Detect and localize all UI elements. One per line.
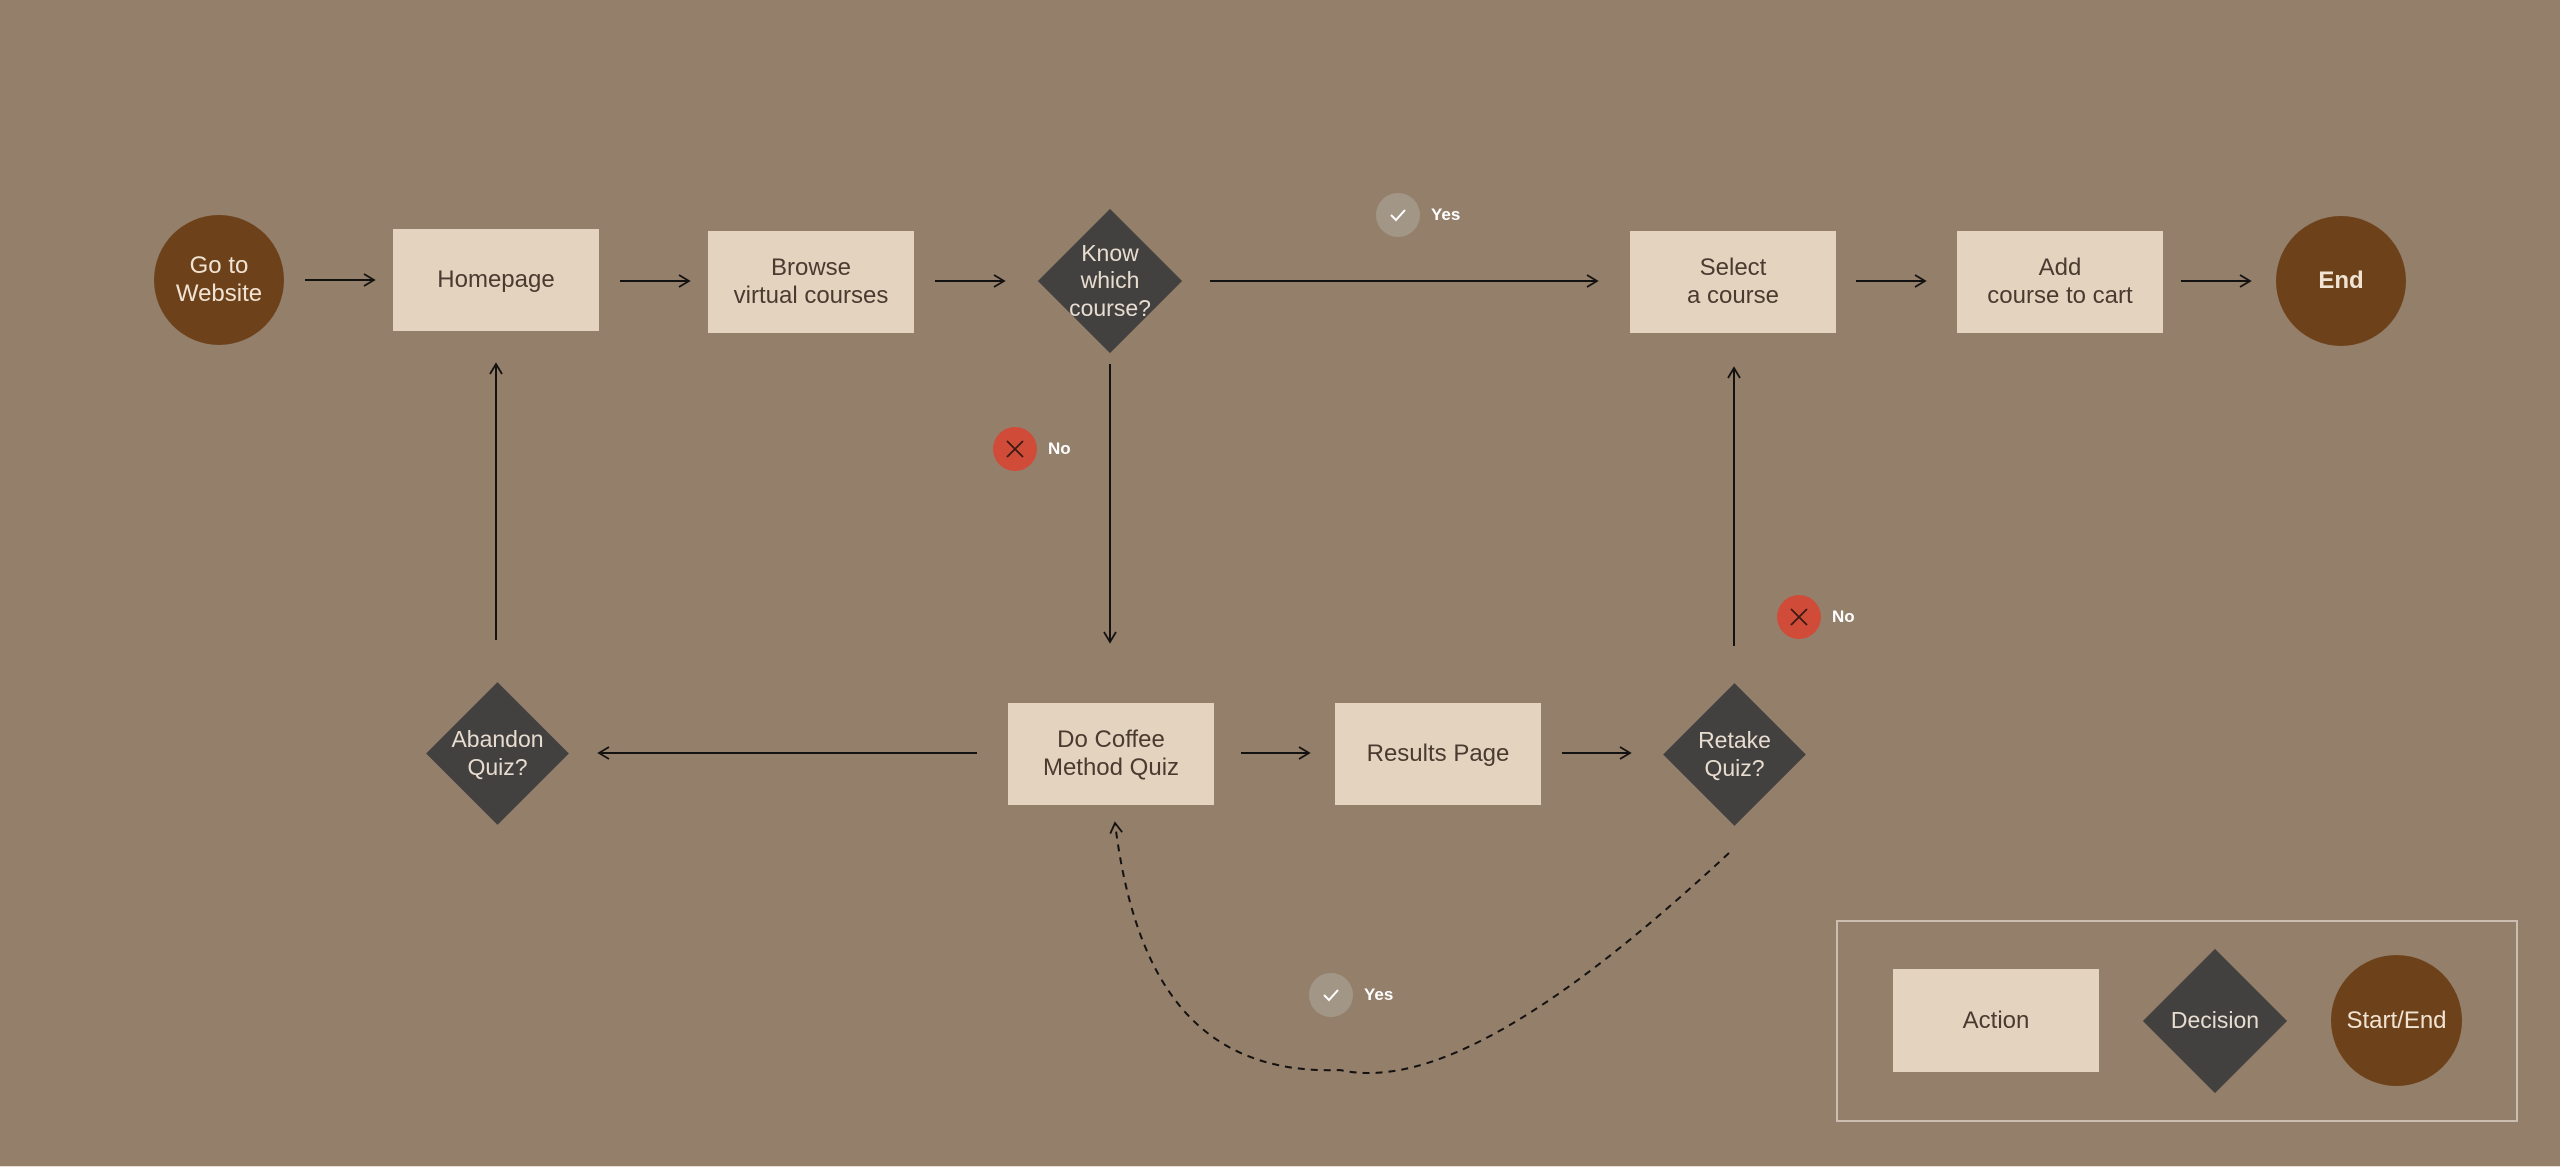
- badge-label: No: [1048, 439, 1071, 458]
- legend-action-label: Action: [1962, 1006, 2030, 1034]
- start-node-label: Go to Website: [175, 252, 263, 307]
- badge-know-yes: Yes: [1376, 193, 1460, 237]
- action-homepage[interactable]: Homepage: [393, 229, 599, 331]
- badge-label: No: [1832, 607, 1855, 626]
- decision-know-which-course-label: Know which course?: [1069, 239, 1151, 321]
- action-results-page[interactable]: Results Page: [1335, 703, 1541, 805]
- action-label: Results Page: [1366, 740, 1510, 768]
- arrow-retake-loop-to-quiz: [1109, 821, 1730, 1074]
- action-label: Homepage: [437, 266, 555, 294]
- legend: [1836, 920, 2518, 1122]
- legend-start-end-swatch: Start/End: [2331, 955, 2462, 1086]
- check-icon: [1376, 193, 1420, 237]
- action-label: Browse virtual courses: [733, 254, 889, 309]
- action-label: Select a course: [1686, 254, 1780, 309]
- badge-retake-no: No: [1777, 595, 1855, 639]
- action-select-course[interactable]: Select a course: [1630, 231, 1836, 333]
- legend-decision-label: Decision: [2170, 1007, 2260, 1034]
- badge-label: Yes: [1364, 985, 1394, 1004]
- badge-retake-yes: Yes: [1309, 973, 1393, 1017]
- close-icon: [993, 427, 1037, 471]
- badge-label: Yes: [1431, 205, 1461, 224]
- action-label: Add course to cart: [1987, 254, 2133, 309]
- action-browse-courses[interactable]: Browse virtual courses: [708, 231, 914, 333]
- badge-know-no: No: [993, 427, 1071, 471]
- start-node-go-to-website[interactable]: Go to Website: [154, 215, 284, 345]
- check-icon: [1309, 973, 1353, 1017]
- end-node-label: End: [2318, 267, 2364, 295]
- decision-abandon-quiz-label: Abandon Quiz?: [451, 725, 544, 780]
- end-node[interactable]: End: [2276, 216, 2406, 346]
- action-coffee-method-quiz[interactable]: Do Coffee Method Quiz: [1008, 703, 1214, 805]
- action-add-to-cart[interactable]: Add course to cart: [1957, 231, 2163, 333]
- decision-retake-quiz-label: Retake Quiz?: [1698, 726, 1771, 781]
- legend-start-end-label: Start/End: [2346, 1006, 2447, 1034]
- action-label: Do Coffee Method Quiz: [1042, 726, 1180, 781]
- legend-action-swatch: Action: [1893, 969, 2099, 1072]
- close-icon: [1777, 595, 1821, 639]
